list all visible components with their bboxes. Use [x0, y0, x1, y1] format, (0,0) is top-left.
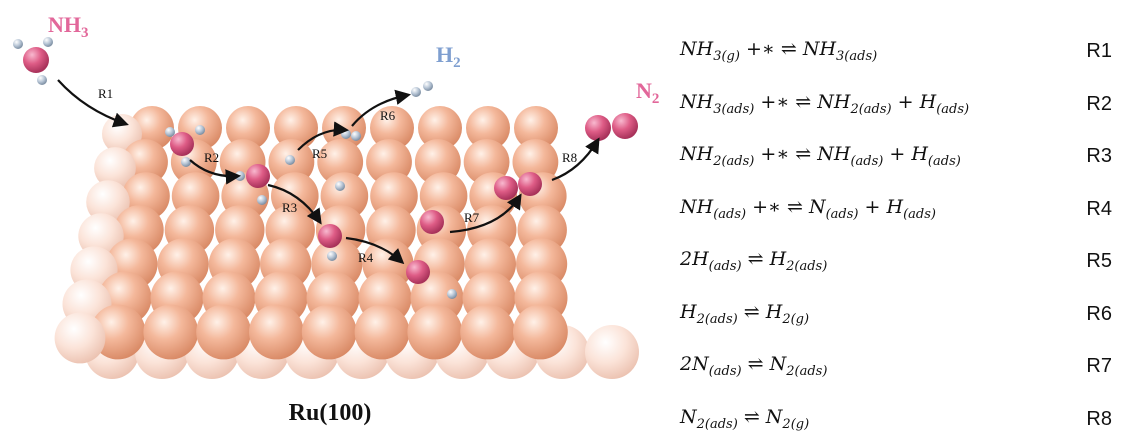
- step-label-r2: R2: [204, 150, 219, 165]
- h-atom: [423, 81, 433, 91]
- n-atom: [612, 113, 638, 139]
- ru-atom: [355, 305, 410, 360]
- reaction-row-r4: NH(ads) +∗ ⇌ N(ads) + H(ads) R4: [680, 186, 1120, 239]
- ru-atom: [460, 305, 515, 360]
- reaction-tag: R1: [1086, 40, 1112, 63]
- ru-atom: [513, 305, 568, 360]
- ru-atom: [249, 305, 304, 360]
- n-atom: [246, 164, 270, 188]
- ru-atom: [407, 305, 462, 360]
- n-atom: [420, 210, 444, 234]
- surface-label: Ru(100): [0, 400, 660, 427]
- h-atom: [447, 289, 457, 299]
- reaction-equation: NH3(ads) +∗ ⇌ NH2(ads) + H(ads): [680, 91, 969, 117]
- step-label-r7: R7: [464, 210, 480, 225]
- n-atom: [23, 47, 49, 73]
- h-atom: [195, 125, 205, 135]
- reaction-equation: NH3(g) +∗ ⇌ NH3(ads): [680, 38, 877, 64]
- ru100-surface-scene: R1 R2 R3 R4 R5 R6 R7 R8 NH3 H2 N2: [0, 0, 660, 435]
- h-atom: [335, 181, 345, 191]
- step-label-r1: R1: [98, 86, 113, 101]
- step-label-r5: R5: [312, 146, 327, 161]
- n-atom: [170, 132, 194, 156]
- ru-atom-edge: [55, 313, 106, 364]
- h-atom: [37, 75, 47, 85]
- reaction-equation: N2(ads) ⇌ N2(g): [680, 406, 809, 432]
- h-atom: [351, 131, 361, 141]
- reaction-equation: 2N(ads) ⇌ N2(ads): [680, 353, 827, 379]
- reaction-tag: R6: [1086, 303, 1112, 326]
- h2-label: H2: [436, 42, 461, 71]
- reaction-row-r3: NH2(ads) +∗ ⇌ NH(ads) + H(ads) R3: [680, 133, 1120, 186]
- n-atom: [518, 172, 542, 196]
- step-label-r3: R3: [282, 200, 297, 215]
- h-atom: [327, 251, 337, 261]
- nh3-label: NH3: [48, 12, 89, 41]
- step-label-r4: R4: [358, 250, 374, 265]
- h-atom: [181, 157, 191, 167]
- reaction-equation: H2(ads) ⇌ H2(g): [680, 301, 809, 327]
- h-atom: [257, 195, 267, 205]
- ru-atom: [196, 305, 251, 360]
- reaction-tag: R8: [1086, 408, 1112, 431]
- reaction-row-r1: NH3(g) +∗ ⇌ NH3(ads) R1: [680, 28, 1120, 81]
- reaction-tag: R5: [1086, 250, 1112, 273]
- reaction-equation: NH2(ads) +∗ ⇌ NH(ads) + H(ads): [680, 143, 961, 169]
- reaction-equation: NH(ads) +∗ ⇌ N(ads) + H(ads): [680, 196, 936, 222]
- reaction-row-r2: NH3(ads) +∗ ⇌ NH2(ads) + H(ads) R2: [680, 81, 1120, 134]
- h-atom: [43, 37, 53, 47]
- n-atom: [494, 176, 518, 200]
- reaction-row-r5: 2H(ads) ⇌ H2(ads) R5: [680, 238, 1120, 291]
- reaction-equation: 2H(ads) ⇌ H2(ads): [680, 248, 827, 274]
- ru-atom: [302, 305, 357, 360]
- ru-atom-edge: [585, 325, 639, 379]
- reaction-tag: R2: [1086, 93, 1112, 116]
- step-label-r8: R8: [562, 150, 577, 165]
- n-atom: [406, 260, 430, 284]
- reaction-tag: R3: [1086, 145, 1112, 168]
- reaction-row-r8: N2(ads) ⇌ N2(g) R8: [680, 396, 1120, 448]
- reaction-tag: R7: [1086, 355, 1112, 378]
- h-atom: [411, 87, 421, 97]
- n-atom: [318, 224, 342, 248]
- h-atom: [165, 127, 175, 137]
- reaction-row-r7: 2N(ads) ⇌ N2(ads) R7: [680, 343, 1120, 396]
- ru-atom: [143, 305, 198, 360]
- h-atom: [285, 155, 295, 165]
- ru-lattice: [55, 106, 639, 379]
- reaction-tag: R4: [1086, 198, 1112, 221]
- species-labels: NH3 H2 N2: [48, 12, 659, 107]
- n2-label: N2: [636, 78, 659, 107]
- step-label-r6: R6: [380, 108, 396, 123]
- h-atom: [13, 39, 23, 49]
- n-atom: [585, 115, 611, 141]
- reaction-row-r6: H2(ads) ⇌ H2(g) R6: [680, 291, 1120, 344]
